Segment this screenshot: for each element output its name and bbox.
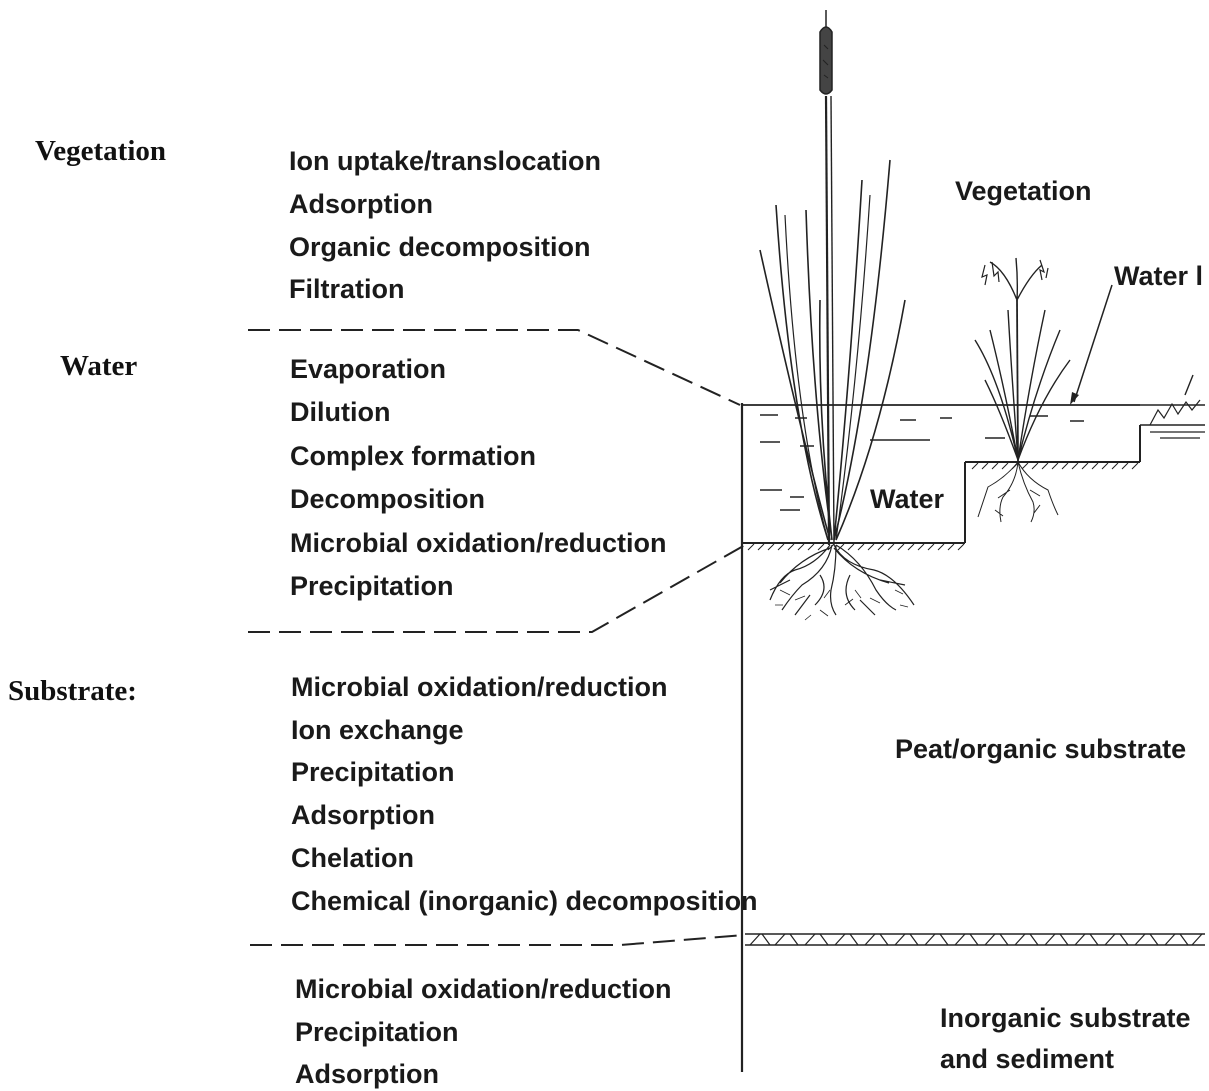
label-water-level: Water l (1114, 261, 1203, 291)
process-item: Precipitation (290, 571, 454, 601)
process-item: Filtration (289, 274, 405, 304)
label-and-sediment: and sediment (940, 1044, 1114, 1074)
sediment-layer-band (745, 934, 1205, 945)
label-water: Water (870, 484, 945, 514)
sediment-process-list: Microbial oxidation/reduction Precipitat… (295, 974, 672, 1089)
zone-label-substrate: Substrate: (8, 675, 137, 707)
process-item: Ion uptake/translocation (289, 146, 601, 176)
cattail-plant-illustration (760, 10, 914, 620)
label-inorganic-substrate: Inorganic substrate (940, 1003, 1191, 1033)
process-item: Dilution (290, 397, 390, 427)
water-level-pointer (1070, 285, 1112, 405)
process-item: Chelation (291, 843, 414, 873)
process-item: Decomposition (290, 484, 485, 514)
label-peat-organic-substrate: Peat/organic substrate (895, 734, 1186, 764)
process-item: Adsorption (291, 800, 435, 830)
process-item: Ion exchange (291, 715, 464, 745)
vegetation-process-list: Ion uptake/translocation Adsorption Orga… (289, 146, 601, 304)
small-plant-illustration (975, 258, 1070, 522)
process-item: Microbial oxidation/reduction (295, 974, 672, 1004)
process-item: Precipitation (295, 1017, 459, 1047)
process-item: Organic decomposition (289, 232, 591, 262)
water-process-list: Evaporation Dilution Complex formation D… (290, 354, 667, 601)
process-item: Complex formation (290, 441, 536, 471)
boundary-substrate-sediment (250, 935, 745, 945)
process-item: Chemical (inorganic) decomposition (291, 886, 758, 916)
label-vegetation: Vegetation (955, 176, 1092, 206)
substrate-process-list: Microbial oxidation/reduction Ion exchan… (291, 672, 758, 916)
process-item: Evaporation (290, 354, 446, 384)
zone-label-vegetation: Vegetation (35, 135, 166, 167)
process-item: Microbial oxidation/reduction (291, 672, 668, 702)
process-item: Microbial oxidation/reduction (290, 528, 667, 558)
zone-label-water: Water (60, 350, 137, 382)
process-item: Adsorption (295, 1059, 439, 1089)
process-item: Precipitation (291, 757, 455, 787)
process-item: Adsorption (289, 189, 433, 219)
water-body (742, 375, 1205, 550)
